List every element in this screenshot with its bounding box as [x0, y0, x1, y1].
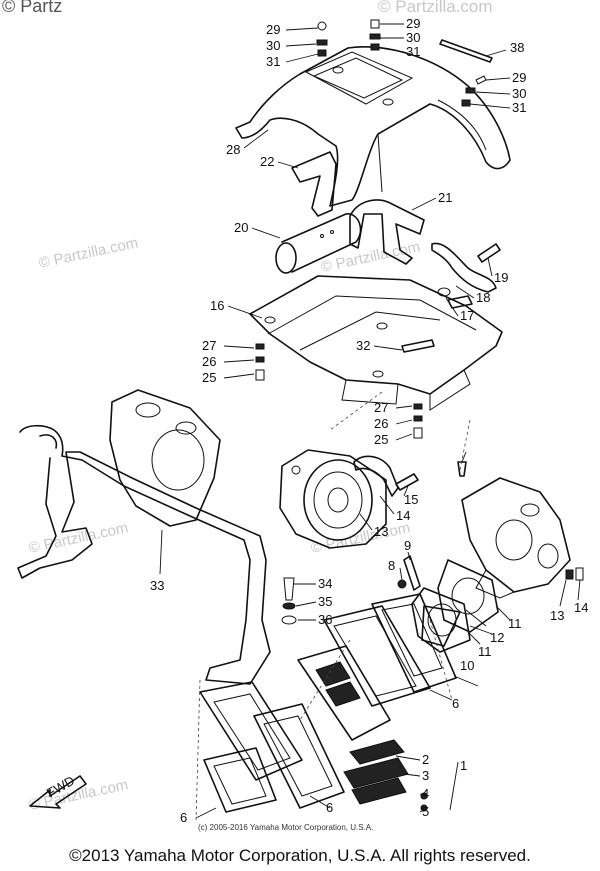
- callout-15: 13: [374, 524, 388, 539]
- watermark-layer: © Partzilla.com © Partzilla.com © Partzi…: [27, 0, 492, 814]
- callout-36: 36: [318, 612, 332, 627]
- callout-1: 1: [460, 758, 467, 773]
- callout-2: 2: [422, 752, 429, 767]
- callout-30: 30: [512, 86, 526, 101]
- callout-18: 16: [210, 298, 224, 313]
- callout-29: 29: [406, 16, 420, 31]
- callout-21: 19: [494, 270, 508, 285]
- part-16-clamp: [353, 455, 399, 497]
- callout-14: 14: [574, 600, 588, 615]
- intake-plate-lower: [199, 681, 303, 781]
- part-20-bracket: [431, 242, 497, 293]
- fastener-set-top-mid: [369, 19, 381, 51]
- watermark-text: © Partzilla.com: [309, 519, 411, 557]
- callout-16: 14: [396, 508, 410, 523]
- callout-17: 15: [404, 492, 418, 507]
- intake-plate-mid: [253, 703, 345, 809]
- callout-6: 6: [452, 696, 459, 711]
- callout-10: 10: [460, 658, 474, 673]
- gasket-lower-left: [203, 747, 277, 813]
- part-17-bolt: [395, 473, 419, 491]
- callout-29: 29: [512, 70, 526, 85]
- callout-3: 3: [422, 768, 429, 783]
- callout-19: 17: [460, 308, 474, 323]
- callout-25: 25: [202, 370, 216, 385]
- part-32-tab: [401, 339, 435, 353]
- part-24-bracket: [291, 151, 337, 217]
- part-11-gasket: [437, 559, 499, 633]
- callout-30: 30: [266, 38, 280, 53]
- reed-petals-2-3: [343, 739, 409, 805]
- callout-11: 11: [478, 644, 492, 659]
- fastener-set-top-left: [316, 21, 328, 57]
- callout-35: 35: [318, 594, 332, 609]
- callout-31: 31: [512, 100, 526, 115]
- part-22-tube: [275, 213, 362, 274]
- callout-28: 28: [226, 142, 240, 157]
- callout-13: 13: [550, 608, 564, 623]
- reed-plate-upper: [371, 593, 457, 693]
- callout-29: 29: [266, 22, 280, 37]
- callout-33: 33: [150, 578, 164, 593]
- callout-numbers: 29 30 31 29 30 31 38 29 30 31 28 22 20 2…: [150, 16, 588, 825]
- part-9-bolt: [403, 555, 421, 591]
- copyright-footer: ©2013 Yamaha Motor Corporation, U.S.A. A…: [69, 846, 531, 865]
- fastener-set-mid-left: [255, 343, 265, 381]
- part-33-frame: [17, 389, 271, 685]
- part-37-strip: [439, 39, 493, 63]
- callout-27: 27: [374, 400, 388, 415]
- fastener-set-mid-right: [413, 403, 423, 439]
- fine-print-copyright: (c) 2005-2016 Yamaha Motor Corporation, …: [198, 823, 374, 832]
- watermark-text: © Partzilla.com: [27, 519, 129, 557]
- callout-26: 26: [374, 416, 388, 431]
- callout-26: 26: [202, 354, 216, 369]
- callout-23: 21: [438, 190, 452, 205]
- part-18-base: [249, 275, 503, 411]
- watermark-text: © Partzilla.com: [319, 238, 421, 276]
- callout-32: 32: [356, 338, 370, 353]
- callout-34: 34: [318, 576, 332, 591]
- part-38-pin: [457, 461, 467, 477]
- callout-37: 38: [510, 40, 524, 55]
- callout-9: 9: [404, 538, 411, 553]
- part-21-bolt: [477, 243, 501, 263]
- part-10-holder: [421, 605, 461, 647]
- watermark-text: © Partzilla.com: [378, 0, 493, 16]
- callout-8: 8: [388, 558, 395, 573]
- callout-31: 31: [266, 54, 280, 69]
- callout-6: 6: [180, 810, 187, 825]
- callout-6: 6: [326, 800, 333, 815]
- callout-25: 25: [374, 432, 388, 447]
- callout-22: 20: [234, 220, 248, 235]
- part-23-bracket: [349, 199, 425, 265]
- callout-5: 5: [422, 804, 429, 819]
- watermark-corner: © Partz: [2, 0, 63, 16]
- parts-13-14: [565, 567, 584, 581]
- leader-lines: [159, 23, 581, 819]
- watermark-text: © Partzilla.com: [37, 234, 139, 272]
- reed-valve-block: [297, 645, 391, 741]
- callout-12: 12: [490, 630, 504, 645]
- part-8-washer: [397, 579, 407, 589]
- part-28-cover: [235, 46, 511, 207]
- callout-11: 11: [508, 616, 522, 631]
- callout-20: 18: [476, 290, 490, 305]
- carburetor-assembly: [461, 477, 571, 599]
- part-15-assembly: [279, 449, 387, 549]
- callout-31: 31: [406, 44, 420, 59]
- callout-4: 4: [422, 786, 429, 801]
- callout-24: 22: [260, 154, 274, 169]
- callout-27: 27: [202, 338, 216, 353]
- callout-30: 30: [406, 30, 420, 45]
- bolt-set-34-36: [281, 577, 297, 625]
